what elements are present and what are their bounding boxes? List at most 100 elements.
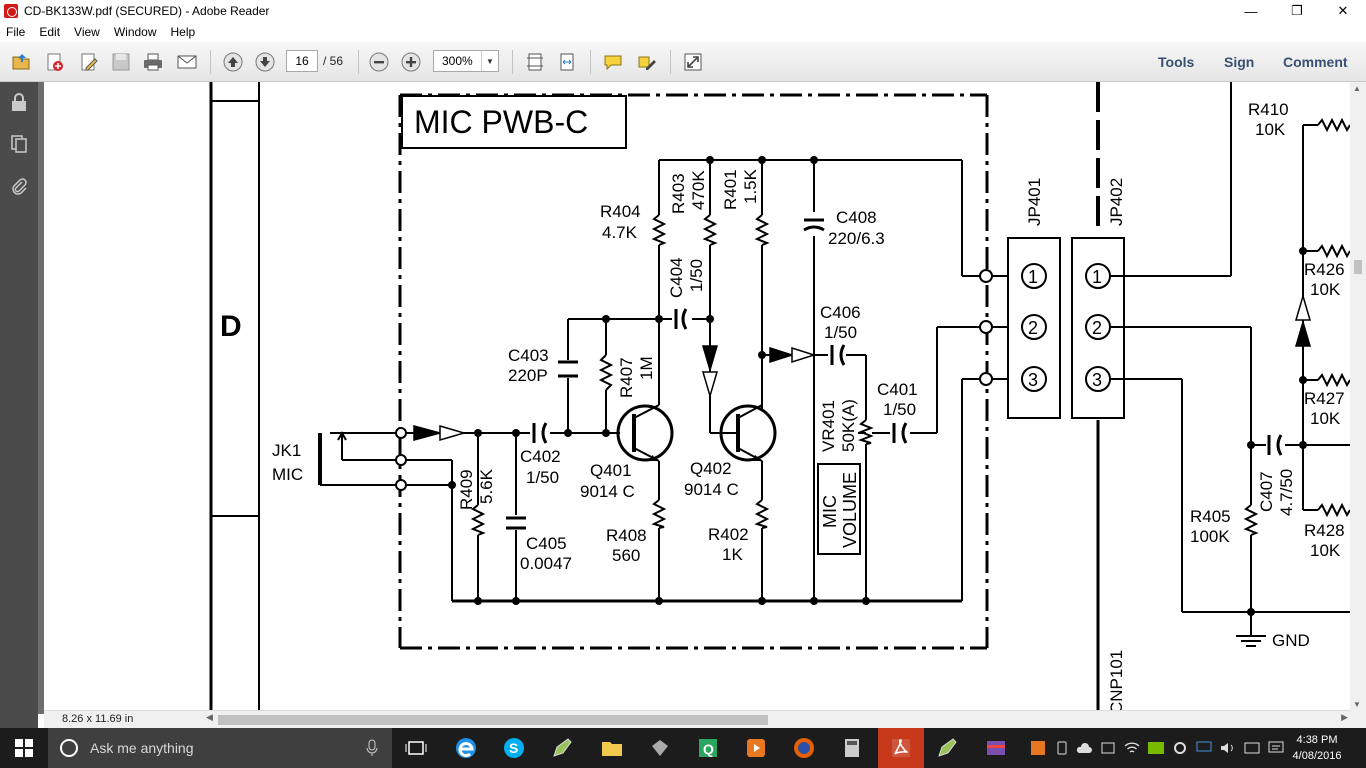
cortana-search-box[interactable]: Ask me anything [48, 728, 392, 768]
tray-app-icon[interactable] [1030, 740, 1046, 756]
minimize-button[interactable]: — [1244, 3, 1258, 19]
edge-browser-icon[interactable] [452, 734, 480, 762]
jack-jk1 [318, 430, 347, 485]
file-explorer-icon[interactable] [598, 734, 626, 762]
vertical-scroll-thumb[interactable] [1354, 260, 1362, 274]
menu-file[interactable]: File [6, 25, 26, 39]
svg-text:Q: Q [703, 741, 714, 757]
horizontal-scroll-thumb[interactable] [218, 715, 768, 725]
attachments-icon[interactable] [9, 176, 29, 196]
keyboard-icon[interactable] [1244, 740, 1260, 756]
highlight-text-icon[interactable] [634, 50, 660, 74]
previous-page-icon[interactable] [220, 50, 246, 74]
maximize-button[interactable]: ❐ [1291, 3, 1303, 18]
mic-volume-text-2: VOLUME [840, 472, 860, 548]
toolbar [0, 42, 1366, 118]
label-r410: R410 [1248, 100, 1289, 119]
zoom-out-icon[interactable] [366, 50, 392, 74]
capacitors [506, 218, 908, 530]
microphone-icon [366, 739, 378, 756]
scroll-left-icon[interactable]: ◀ [206, 712, 213, 722]
skype-icon[interactable]: S [500, 734, 528, 762]
signal-arrows [413, 345, 817, 441]
sign-link[interactable]: Sign [1224, 54, 1255, 70]
nvidia-icon[interactable] [1148, 740, 1164, 756]
excel-like-icon[interactable]: Q [694, 734, 722, 762]
onedrive-icon[interactable] [1076, 740, 1092, 756]
email-icon[interactable] [174, 50, 200, 74]
edit-pdf-icon[interactable] [76, 50, 102, 74]
zoom-level-input[interactable]: 300% [433, 50, 499, 72]
comment-link[interactable]: Comment [1283, 54, 1348, 70]
windows-start-icon[interactable] [0, 728, 48, 768]
page-thumbnails-icon[interactable] [9, 134, 29, 154]
menu-window[interactable]: Window [113, 25, 157, 39]
zoom-dropdown-icon[interactable]: ▼ [481, 51, 498, 71]
volume-icon[interactable] [1220, 740, 1236, 756]
label-q402: Q402 [690, 459, 732, 478]
scroll-up-icon[interactable]: ▲ [1353, 84, 1361, 93]
pwb-title: MIC PWB-C [414, 104, 588, 140]
tools-link[interactable]: Tools [1158, 54, 1195, 70]
label-c406: C406 [820, 303, 861, 322]
tray-settings-icon[interactable] [1172, 740, 1188, 756]
create-pdf-icon[interactable] [42, 50, 68, 74]
save-icon[interactable] [108, 50, 134, 74]
tray-device-icon[interactable] [1100, 740, 1116, 756]
page-number-input[interactable]: 16 [286, 50, 318, 72]
vertical-scrollbar[interactable]: ▲ ▼ [1350, 82, 1366, 728]
label-r427-value: 10K [1310, 409, 1341, 428]
fit-width-icon[interactable] [554, 50, 580, 74]
menu-help[interactable]: Help [170, 25, 196, 39]
adobe-reader-taskbar-icon[interactable] [878, 728, 924, 768]
notifications-icon[interactable] [1268, 740, 1284, 756]
right-junctions [1247, 247, 1307, 616]
wifi-icon[interactable] [1124, 740, 1140, 756]
gem-app-icon[interactable] [646, 734, 674, 762]
label-r403-value: 470K [689, 170, 708, 210]
label-c405: C405 [526, 534, 567, 553]
expand-icon[interactable] [680, 50, 706, 74]
label-gnd: GND [1272, 631, 1310, 650]
close-button[interactable]: ✕ [1337, 3, 1349, 18]
page-size: 8.26 x 11.69 in [62, 713, 134, 725]
taskbar-clock[interactable]: 4:38 PM 4/08/2016 [1290, 732, 1344, 764]
lock-icon[interactable] [9, 92, 29, 112]
scroll-right-icon[interactable]: ▶ [1341, 712, 1348, 722]
adobe-reader-icon [4, 4, 18, 18]
pen-app-2-icon[interactable] [934, 734, 962, 762]
open-file-icon[interactable] [8, 50, 34, 74]
label-r403: R403 [669, 173, 688, 214]
pin-1-jp401: 1 [1028, 267, 1038, 287]
archive-app-icon[interactable] [982, 734, 1010, 762]
task-view-icon[interactable] [402, 734, 430, 762]
horizontal-scrollbar[interactable]: ◀ ▶ [206, 712, 1348, 726]
label-r428-value: 10K [1310, 541, 1341, 560]
fit-page-icon[interactable] [522, 50, 548, 74]
label-vr401-value: 50K(A) [839, 399, 858, 452]
search-placeholder: Ask me anything [90, 740, 194, 756]
label-jk1: JK1 [272, 441, 301, 460]
calculator-icon[interactable] [838, 734, 866, 762]
menu-view[interactable]: View [74, 25, 100, 39]
clock-time: 4:38 PM [1296, 734, 1338, 746]
menu-edit[interactable]: Edit [39, 25, 61, 39]
document-view[interactable]: D MIC PWB-C [44, 82, 1350, 714]
label-c408: C408 [836, 208, 877, 227]
scroll-down-icon[interactable]: ▼ [1353, 700, 1361, 709]
pen-app-icon[interactable] [549, 734, 577, 762]
title-bar: CD-BK133W.pdf (SECURED) - Adobe Reader —… [0, 0, 1366, 22]
label-c402: C402 [520, 447, 561, 466]
firefox-icon[interactable] [790, 734, 818, 762]
zoom-in-icon[interactable] [398, 50, 424, 74]
tray-phone-icon[interactable] [1054, 740, 1070, 756]
display-icon[interactable] [1196, 740, 1212, 756]
label-jp402: JP402 [1107, 178, 1126, 226]
media-player-icon[interactable] [742, 734, 770, 762]
print-icon[interactable] [140, 50, 166, 74]
label-c403-value: 220P [508, 366, 548, 385]
label-r408-value: 560 [612, 546, 640, 565]
next-page-icon[interactable] [252, 50, 278, 74]
comment-note-icon[interactable] [600, 50, 626, 74]
